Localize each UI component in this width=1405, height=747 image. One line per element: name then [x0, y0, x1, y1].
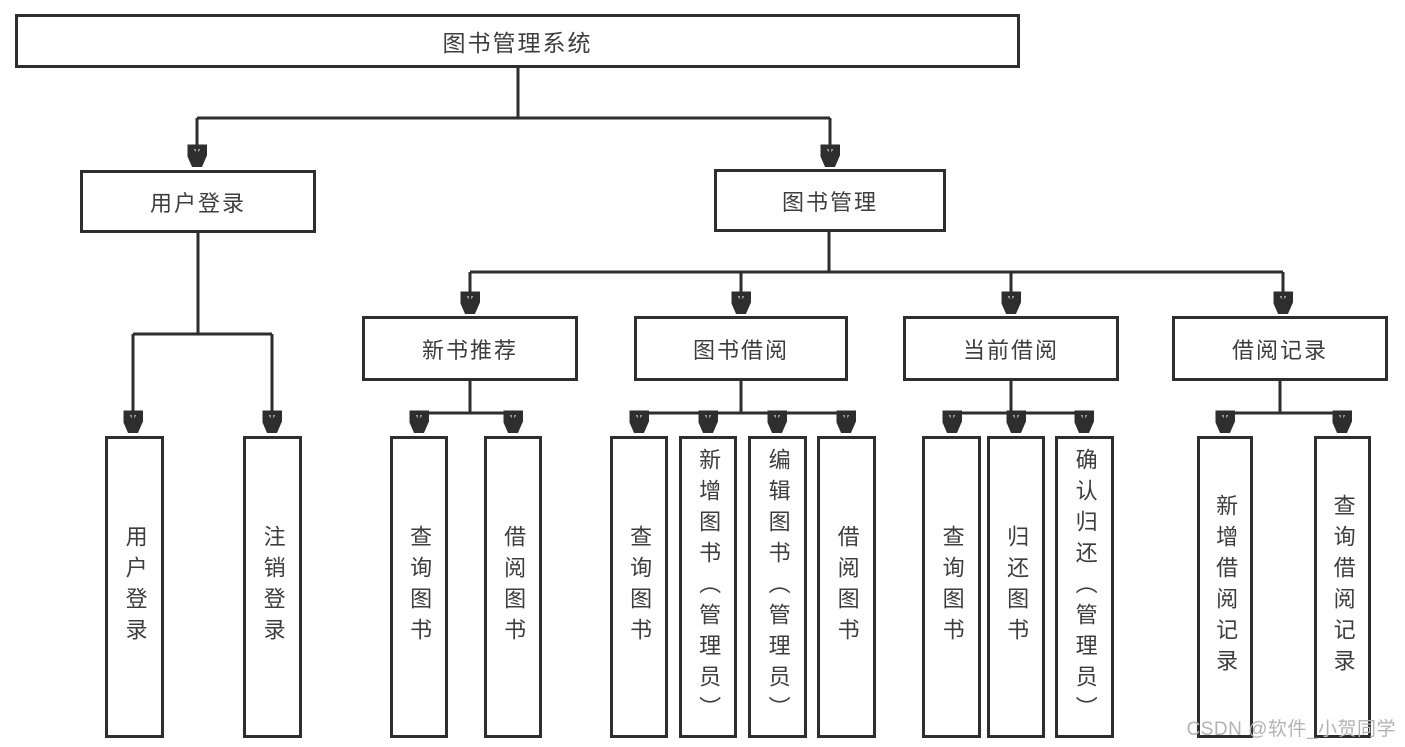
leaf-add-book-admin-label: 新增图书（管理员） — [696, 447, 722, 727]
node-current-borrow: 当前借阅 — [903, 316, 1119, 381]
leaf-edit-book-admin: 编辑图书（管理员） — [748, 436, 807, 738]
node-borrow-records: 借阅记录 — [1172, 316, 1388, 381]
node-new-book-recommend: 新书推荐 — [362, 316, 578, 381]
leaf-user-login-label: 用户登录 — [122, 525, 148, 649]
node-new-book-recommend-label: 新书推荐 — [421, 337, 518, 363]
leaf-borrow-book-label: 借阅图书 — [834, 525, 860, 649]
leaf-borrow-book-recommend-label: 借阅图书 — [501, 525, 527, 649]
leaf-confirm-return-admin: 确认归还（管理员） — [1055, 436, 1114, 738]
leaf-query-book-borrow: 查询图书 — [610, 436, 668, 738]
node-current-borrow-label: 当前借阅 — [962, 337, 1059, 363]
leaf-user-login: 用户登录 — [105, 436, 164, 738]
leaf-borrow-book-recommend: 借阅图书 — [484, 436, 542, 738]
leaf-return-book-label: 归还图书 — [1004, 525, 1030, 649]
leaf-logout-label: 注销登录 — [260, 525, 286, 649]
leaf-query-book-recommend-label: 查询图书 — [407, 525, 433, 649]
leaf-query-borrow-record: 查询借阅记录 — [1314, 436, 1371, 738]
leaf-add-borrow-record: 新增借阅记录 — [1197, 436, 1253, 738]
leaf-query-book-current: 查询图书 — [922, 436, 981, 738]
node-book-borrow: 图书借阅 — [634, 316, 848, 381]
leaf-query-book-recommend: 查询图书 — [390, 436, 448, 738]
leaf-confirm-return-admin-label: 确认归还（管理员） — [1072, 447, 1098, 727]
leaf-logout: 注销登录 — [243, 436, 302, 738]
leaf-query-book-borrow-label: 查询图书 — [627, 525, 653, 649]
leaf-query-borrow-record-label: 查询借阅记录 — [1330, 494, 1356, 680]
leaf-query-book-current-label: 查询图书 — [939, 525, 965, 649]
leaf-add-book-admin: 新增图书（管理员） — [679, 436, 737, 738]
leaf-edit-book-admin-label: 编辑图书（管理员） — [765, 447, 791, 727]
node-book-management-label: 图书管理 — [781, 189, 878, 215]
node-book-borrow-label: 图书借阅 — [692, 337, 789, 363]
leaf-borrow-book: 借阅图书 — [817, 436, 876, 738]
node-borrow-records-label: 借阅记录 — [1231, 337, 1328, 363]
node-root: 图书管理系统 — [15, 14, 1020, 68]
node-user-login: 用户登录 — [80, 170, 316, 233]
node-user-login-label: 用户登录 — [149, 190, 246, 216]
leaf-return-book: 归还图书 — [987, 436, 1045, 738]
node-root-label: 图书管理系统 — [442, 30, 593, 56]
leaf-add-borrow-record-label: 新增借阅记录 — [1213, 494, 1239, 680]
node-book-management: 图书管理 — [714, 169, 946, 232]
csdn-watermark: CSDN @软件_小贺同学 — [1186, 719, 1396, 740]
